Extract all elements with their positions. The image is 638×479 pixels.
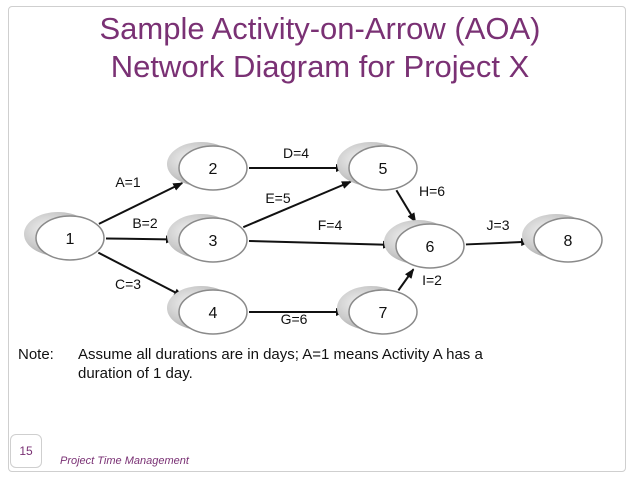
activity-label: J=3 bbox=[487, 217, 510, 233]
node-circle bbox=[533, 217, 603, 263]
activity-label: C=3 bbox=[115, 276, 141, 292]
activity-label: D=4 bbox=[283, 145, 309, 161]
activity-label: B=2 bbox=[132, 215, 158, 231]
arrow-6-8 bbox=[465, 238, 532, 247]
activity-label: E=5 bbox=[265, 190, 291, 206]
diagram-note: Note: Assume all durations are in days; A… bbox=[18, 345, 578, 383]
node-7: 7 bbox=[337, 286, 418, 335]
title-line-1: Sample Activity-on-Arrow (AOA) bbox=[99, 11, 541, 46]
node-circle bbox=[178, 145, 248, 191]
page-number-badge: 15 bbox=[10, 434, 42, 468]
note-label: Note: bbox=[18, 346, 54, 363]
arrow-3-5 bbox=[242, 180, 352, 229]
note-line-1: Assume all durations are in days; A=1 me… bbox=[78, 346, 483, 363]
page-number: 15 bbox=[19, 444, 33, 458]
node-1: 1 bbox=[24, 212, 105, 261]
arrow-7-6 bbox=[397, 268, 415, 291]
node-circle bbox=[348, 145, 418, 191]
node-6: 6 bbox=[384, 220, 465, 269]
title-line-2: Network Diagram for Project X bbox=[110, 49, 530, 84]
node-8: 8 bbox=[522, 214, 603, 263]
activity-label: F=4 bbox=[318, 217, 343, 233]
arrow-3-6 bbox=[248, 239, 394, 249]
node-4: 4 bbox=[167, 286, 248, 335]
activity-label: H=6 bbox=[419, 183, 445, 199]
node-circle bbox=[178, 289, 248, 335]
node-label: 2 bbox=[209, 161, 218, 178]
arrow-1-3 bbox=[105, 235, 177, 244]
node-label: 1 bbox=[66, 231, 75, 248]
note-line-2: duration of 1 day. bbox=[78, 365, 193, 382]
node-label: 6 bbox=[426, 239, 435, 256]
activity-label: G=6 bbox=[281, 311, 308, 327]
node-circle bbox=[348, 289, 418, 335]
slide-title: Sample Activity-on-Arrow (AOA) Network D… bbox=[40, 10, 600, 86]
node-5: 5 bbox=[337, 142, 418, 191]
node-3: 3 bbox=[167, 214, 248, 263]
footer-text: Project Time Management bbox=[60, 455, 189, 467]
node-circle bbox=[35, 215, 105, 261]
arrow-5-6 bbox=[395, 189, 417, 223]
node-label: 8 bbox=[564, 233, 573, 250]
node-label: 3 bbox=[209, 233, 218, 250]
slide-frame bbox=[8, 6, 626, 472]
activity-label: I=2 bbox=[422, 272, 442, 288]
node-label: 5 bbox=[379, 161, 388, 178]
arrow-1-2 bbox=[98, 182, 184, 225]
node-2: 2 bbox=[167, 142, 248, 191]
node-circle bbox=[395, 223, 465, 269]
node-circle bbox=[178, 217, 248, 263]
node-label: 4 bbox=[209, 305, 218, 322]
arrow-1-4 bbox=[97, 251, 184, 298]
activity-label: A=1 bbox=[115, 174, 141, 190]
node-label: 7 bbox=[379, 305, 388, 322]
